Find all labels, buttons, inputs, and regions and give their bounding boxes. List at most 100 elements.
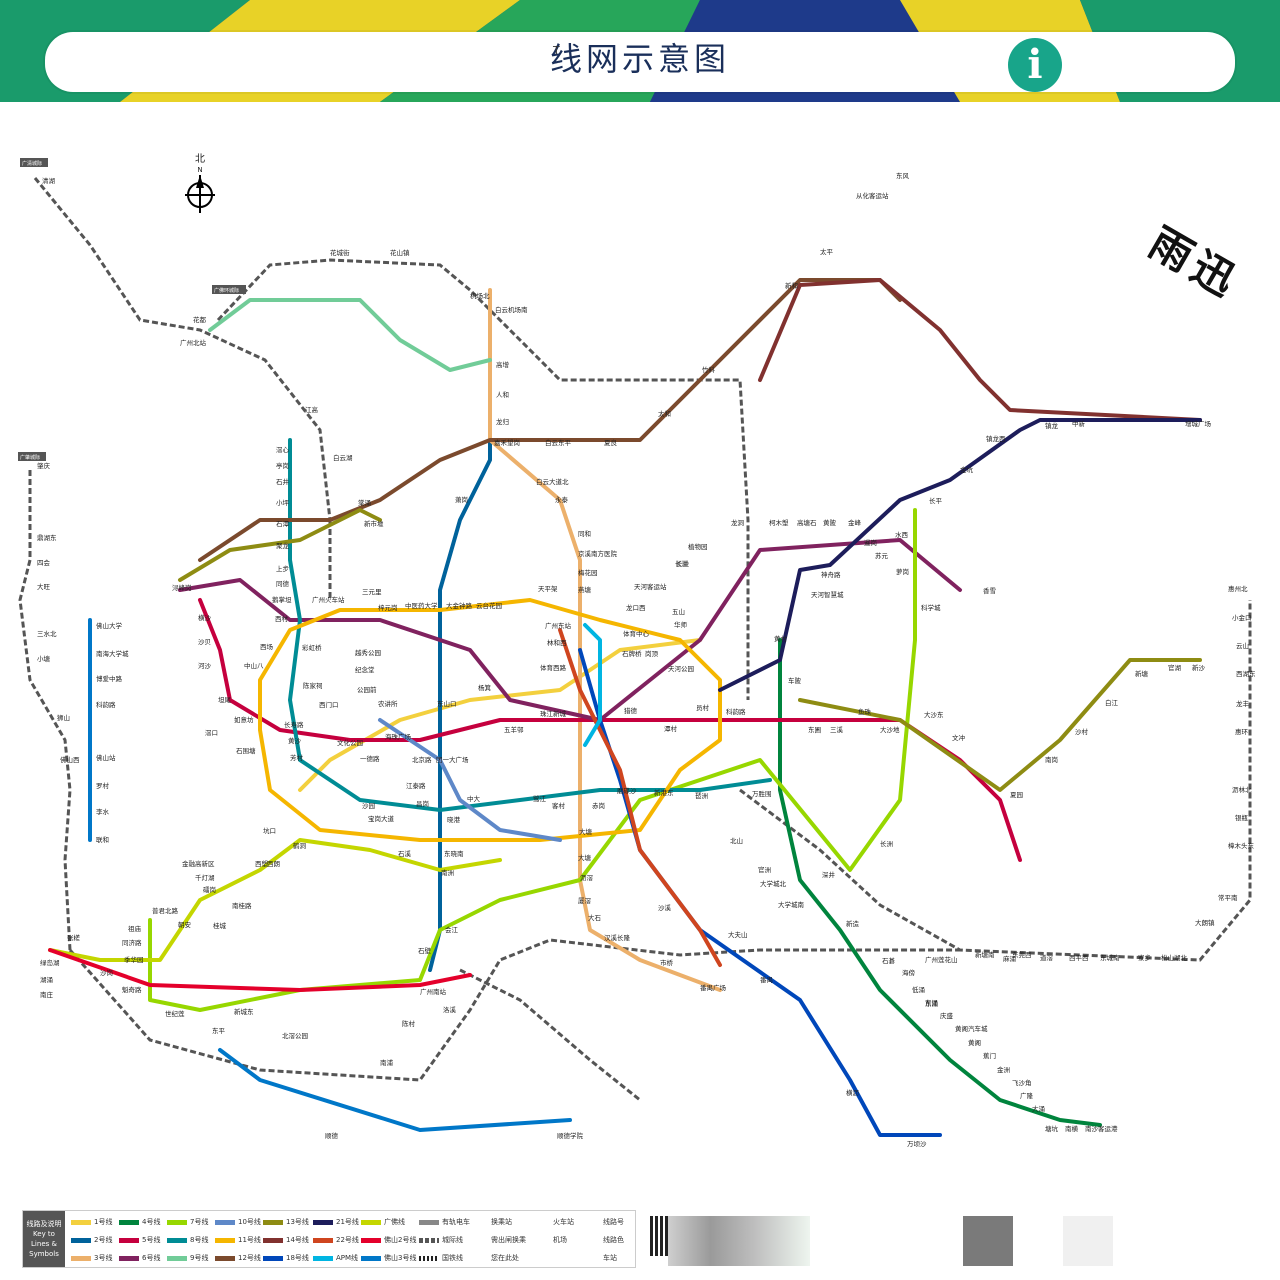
station-label: 东涌 [925,999,938,1008]
station-label: 纪念堂 [355,665,375,674]
station-labels[interactable]: 清湖 花都 广州北站 花城街 花山镇 机场北 白云机场南 高增 人和 龙归 嘉禾… [37,171,1256,1148]
station-label: 白云湖 [333,453,353,462]
station-label: 京溪南方医院 [578,549,618,558]
station-label: 东山口 [437,699,457,708]
station-label: 洛溪 [443,1005,457,1014]
station-label: 白云大道北 [536,477,569,486]
station-label: 东城南 [1100,953,1120,962]
compass-n: N [197,166,202,174]
station-label: 滘口 [205,728,218,737]
station-label: 沙贝 [198,638,211,646]
line-22 [558,628,722,967]
station-label: 萧岗 [455,495,468,504]
station-label: 东莞西 [1012,950,1032,959]
station-label: 大沙东 [924,710,944,719]
line-21 [718,418,1202,692]
station-label: 寮步 [1138,953,1152,962]
station-label: 沙溪 [658,903,672,912]
foshan-2 [48,948,472,992]
station-label: 会江 [445,925,459,934]
station-label: 黄阁 [968,1038,981,1047]
blurred-area [668,1216,810,1266]
station-label: 大石 [588,913,602,922]
station-label: 大夫山 [728,930,748,939]
info-icon[interactable]: i [1008,38,1062,92]
station-label: 苏元 [875,551,889,560]
station-label: 彩虹桥 [302,643,322,652]
station-label: 嘉禾望岗 [494,438,520,447]
apm-line [583,623,602,747]
legend-line11: 11号线 [215,1235,261,1245]
station-label: 金坑 [960,465,974,474]
station-label: 松山湖北 [1161,953,1188,962]
line-10 [378,718,562,842]
station-label: 石牌桥 [622,649,642,658]
station-label: 番禺 [760,976,773,984]
legend-line12: 12号线 [215,1253,261,1263]
legend-line14: 14号线 [263,1235,309,1245]
station-label: 高增 [496,360,509,369]
station-label: 林和西 [547,638,567,647]
station-label: 西场 [260,642,274,651]
station-label: 南横 [1065,1124,1079,1133]
station-label: 滘心 [276,445,290,454]
station-label: 文冲 [952,733,966,742]
line-11 [258,598,722,842]
station-label: 深井 [822,870,836,879]
station-label: 金峰 [848,518,862,527]
station-label: 樟木头东 [1228,841,1255,850]
station-label: 白江 [1105,698,1119,707]
station-label: 肇庆 [37,461,51,470]
station-label: 农讲所 [378,699,398,708]
legend-line21: 21号线 [313,1217,359,1227]
station-label: 新塘南 [975,950,995,959]
station-label: 机场北 [470,291,490,300]
station-label: 四会 [37,558,51,567]
station-label: 沙岗 [100,969,113,977]
station-label: 中医药大学 [405,601,438,610]
line-12 [198,278,902,562]
station-label: 花都 [193,315,207,324]
station-label: 宝岗大道 [368,814,395,823]
metro-map[interactable]: 北 N 清湖 花都 广州北站 [0,0,1280,1200]
station-label: 梓元岗 [378,603,398,612]
legend-line7: 7号线 [167,1217,208,1227]
station-label: 同济路 [122,938,142,947]
station-label: 中新 [1072,419,1086,428]
station-label: 张槎 [67,933,81,942]
legend: 线路及说明 Key to Lines & Symbols 1号线 2号线 3号线… [22,1210,636,1268]
station-label: 龙口西 [626,603,646,612]
station-label: 飞沙角 [1012,1078,1032,1087]
station-label: 万胜围 [752,789,772,798]
station-label: 三元里 [362,588,382,596]
station-label: 李水 [96,807,110,816]
station-label: 客村 [552,801,566,810]
station-label: 天河客运站 [634,582,667,591]
blurred-area [963,1216,1013,1266]
station-label: 琶洲 [695,792,708,800]
station-label: 坑口 [263,826,276,835]
station-label: 庆盛 [940,1011,954,1020]
station-label: 惠环 [1235,727,1249,736]
station-label: 西塱 [255,859,269,868]
legend-transfer: 换乘站 [491,1218,512,1226]
station-label: 官湖 [1168,663,1182,672]
station-label: 竹料 [702,365,716,374]
station-label: 猎德 [624,706,638,715]
station-label: 太平 [820,247,834,256]
station-label: 东晓南 [444,849,464,858]
station-label: 岗顶 [645,650,659,658]
station-label: 世纪莲 [165,1009,185,1018]
station-label: 东平 [212,1026,226,1035]
legend-line8: 8号线 [167,1235,208,1245]
station-label: 南庄 [40,990,54,999]
station-label: 团一大广场 [436,755,469,764]
compass: 北 N [185,153,215,213]
station-label: 南桂路 [232,901,252,910]
station-label: 狮山 [57,713,70,722]
station-label: 柯木塱 [769,518,789,527]
station-label: 暹岗 [864,539,877,547]
foshan-3 [88,618,572,1132]
station-label: 神舟路 [821,570,841,579]
legend-line3: 3号线 [71,1253,112,1263]
